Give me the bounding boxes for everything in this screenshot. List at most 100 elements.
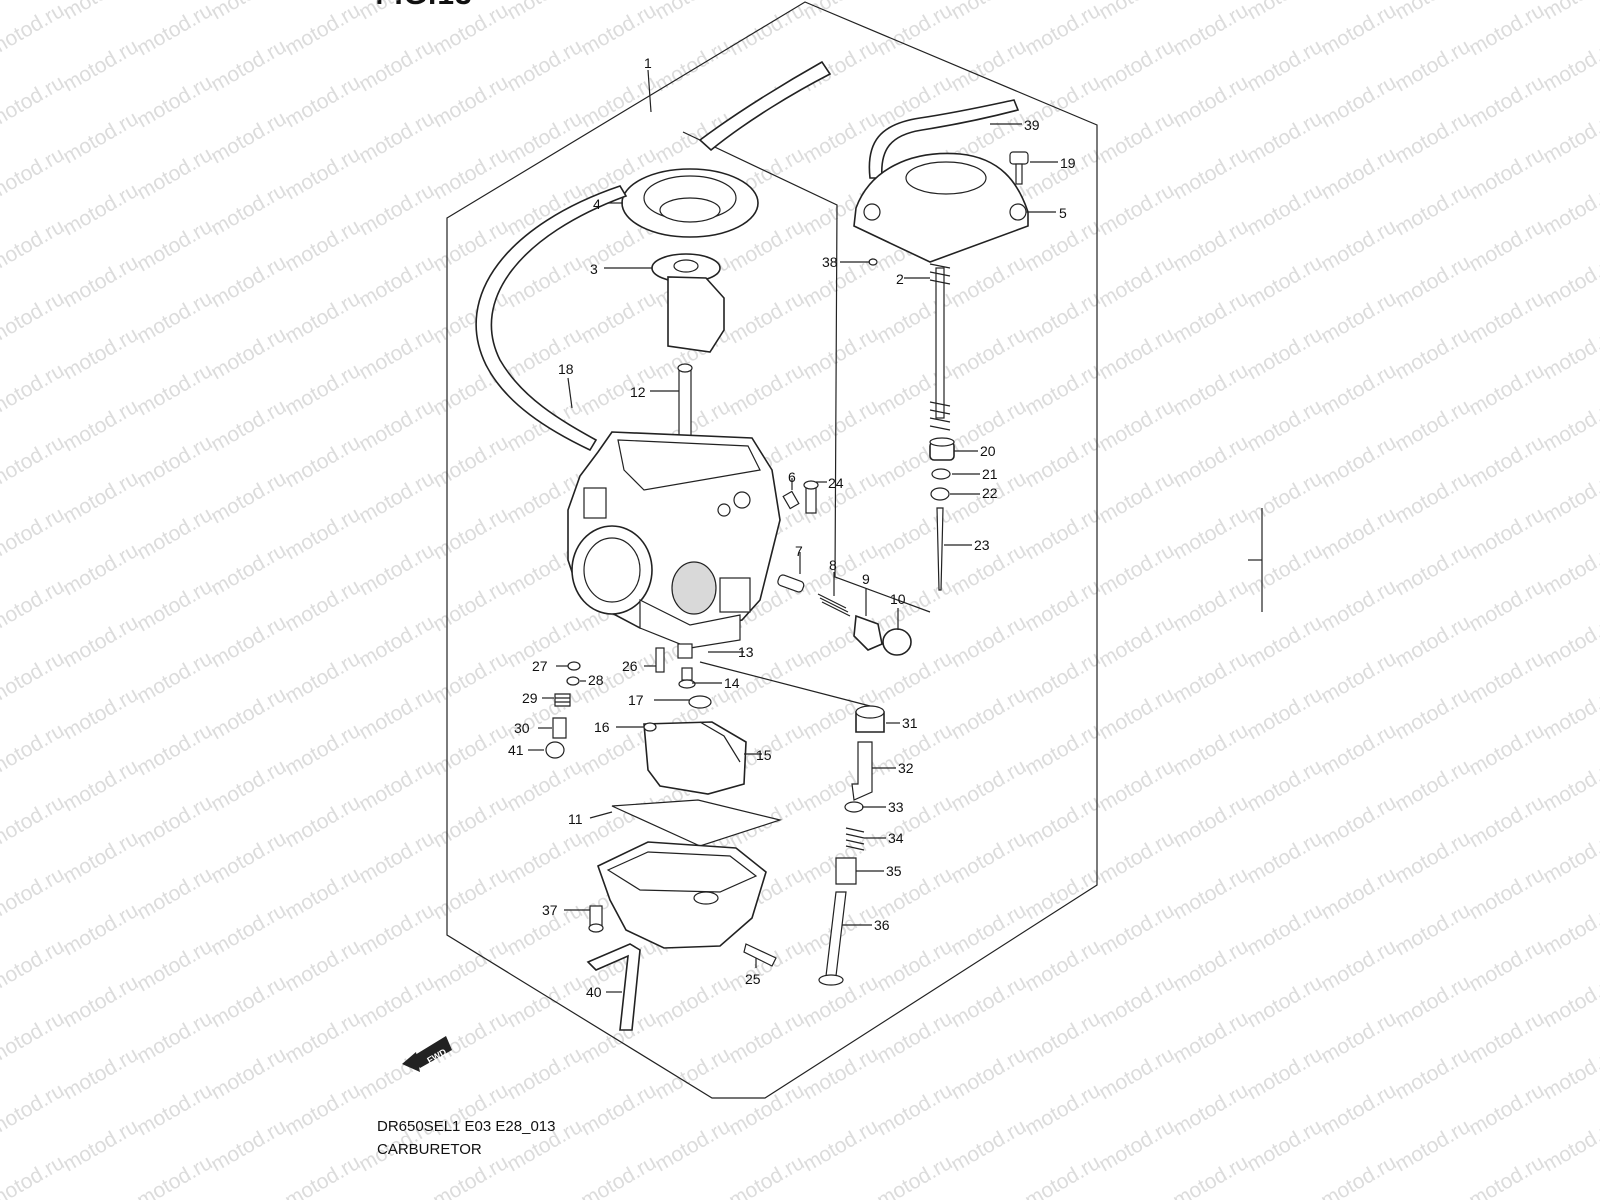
watermark-text: motod.ru	[59, 1043, 142, 1104]
watermark-text: motod.ru	[59, 35, 142, 96]
watermark-text: motod.ru	[1021, 1007, 1104, 1068]
watermark-text: motod.ru	[133, 647, 216, 708]
watermark-text: motod.ru	[207, 251, 290, 312]
watermark-text: motod.ru	[947, 611, 1030, 672]
watermark-text: motod.ru	[1317, 143, 1400, 204]
watermark-text: motod.ru	[1391, 35, 1474, 96]
watermark-text: motod.ru	[1169, 0, 1252, 60]
watermark-text: motod.ru	[281, 0, 364, 60]
watermark-text: motod.ru	[429, 0, 512, 60]
watermark-text: motod.ru	[1243, 611, 1326, 672]
watermark-text: motod.ru	[1317, 1007, 1400, 1068]
main-jet-14	[677, 643, 696, 689]
watermark-text: motod.ru	[1391, 1043, 1474, 1104]
watermark-text: motod.ru	[1539, 1115, 1600, 1176]
watermark-text: motod.ru	[651, 1043, 734, 1104]
watermark-text: motod.ru	[1169, 935, 1252, 996]
watermark-text: motod.ru	[133, 215, 216, 276]
watermark-text: motod.ru	[1539, 179, 1600, 240]
watermark-text: motod.ru	[1391, 395, 1474, 456]
watermark-text: motod.ru	[133, 1079, 216, 1140]
watermark-text: motod.ru	[1169, 359, 1252, 420]
diagram-name-caption: CARBURETOR	[377, 1141, 482, 1158]
callout-9: 9	[862, 571, 870, 587]
watermark-text: motod.ru	[281, 431, 364, 492]
watermark-text: motod.ru	[207, 611, 290, 672]
watermark-text: motod.ru	[355, 827, 438, 888]
watermark-text: motod.ru	[133, 575, 216, 636]
callout-34: 34	[888, 830, 904, 846]
watermark-text: motod.ru	[59, 323, 142, 384]
watermark-text: motod.ru	[1095, 827, 1178, 888]
watermark-text: motod.ru	[1243, 323, 1326, 384]
needle-group-bracket	[682, 131, 931, 613]
watermark-text: motod.ru	[429, 935, 512, 996]
watermark-text: motod.ru	[947, 35, 1030, 96]
callout-29: 29	[522, 690, 538, 706]
watermark-text: motod.ru	[133, 791, 216, 852]
watermark-text: motod.ru	[133, 431, 216, 492]
watermark-text: motod.ru	[873, 1007, 956, 1068]
callout-36: 36	[874, 917, 890, 933]
watermark-text: motod.ru	[1317, 0, 1400, 60]
watermark-text: motod.ru	[1539, 1043, 1600, 1104]
watermark-text: motod.ru	[503, 323, 586, 384]
watermark-text: motod.ru	[1169, 719, 1252, 780]
gasket-11	[611, 799, 783, 847]
watermark-text: motod.ru	[207, 0, 290, 24]
watermark-text: motod.ru	[1021, 647, 1104, 708]
watermark-text: motod.ru	[1465, 215, 1548, 276]
callout-layer: 1 2 3 4 5 6 7 8 9 10 11 12 13 14 15 16 1…	[508, 55, 1076, 1000]
watermark-text: motod.ru	[1243, 0, 1326, 24]
watermark-text: motod.ru	[207, 827, 290, 888]
watermark-text: motod.ru	[429, 431, 512, 492]
watermark-text: motod.ru	[59, 971, 142, 1032]
watermark-text: motod.ru	[0, 1079, 68, 1140]
watermark-text: motod.ru	[281, 863, 364, 924]
callout-25: 25	[745, 971, 761, 987]
watermark-text: motod.ru	[1391, 1115, 1474, 1176]
watermark-text: motod.ru	[1317, 1079, 1400, 1140]
watermark-text: motod.ru	[1243, 395, 1326, 456]
screw-25	[743, 943, 777, 967]
watermark-text: motod.ru	[1317, 935, 1400, 996]
watermark-text: motod.ru	[1095, 467, 1178, 528]
watermark-text: motod.ru	[281, 71, 364, 132]
spring-29	[554, 693, 571, 707]
watermark-text: motod.ru	[1391, 251, 1474, 312]
watermark-text: motod.ru	[1021, 431, 1104, 492]
callout-1: 1	[644, 55, 652, 71]
watermark-text: motod.ru	[1539, 899, 1600, 960]
callout-16: 16	[594, 719, 610, 735]
watermark-text: motod.ru	[1317, 215, 1400, 276]
watermark-text: motod.ru	[1243, 827, 1326, 888]
o-ring-17	[688, 695, 712, 709]
watermark-text: motod.ru	[1391, 971, 1474, 1032]
watermark-text: motod.ru	[59, 107, 142, 168]
watermark-text: motod.ru	[1243, 1115, 1326, 1176]
watermark-text: motod.ru	[873, 503, 956, 564]
callout-22: 22	[982, 485, 998, 501]
watermark-text: motod.ru	[59, 0, 142, 24]
needle-holder	[929, 437, 955, 461]
watermark-text: motod.ru	[429, 863, 512, 924]
watermark-text: motod.ru	[1243, 683, 1326, 744]
watermark-text: motod.ru	[1169, 863, 1252, 924]
watermark-text: motod.ru	[799, 539, 882, 600]
callout-37: 37	[542, 902, 558, 918]
screw-37	[588, 905, 604, 933]
watermark-text: motod.ru	[0, 287, 68, 348]
watermark-text: motod.ru	[59, 755, 142, 816]
watermark-text: motod.ru	[1465, 719, 1548, 780]
watermark-text: motod.ru	[1021, 575, 1104, 636]
watermark-text: motod.ru	[1465, 647, 1548, 708]
watermark-text: motod.ru	[1021, 1151, 1104, 1200]
watermark-text: motod.ru	[0, 215, 68, 276]
watermark-text: motod.ru	[799, 395, 882, 456]
watermark-text: motod.ru	[429, 791, 512, 852]
watermark-text: motod.ru	[1169, 791, 1252, 852]
watermark-text: motod.ru	[1169, 431, 1252, 492]
watermark-text: motod.ru	[355, 107, 438, 168]
watermark-text: motod.ru	[1021, 0, 1104, 60]
watermark-text: motod.ru	[133, 503, 216, 564]
